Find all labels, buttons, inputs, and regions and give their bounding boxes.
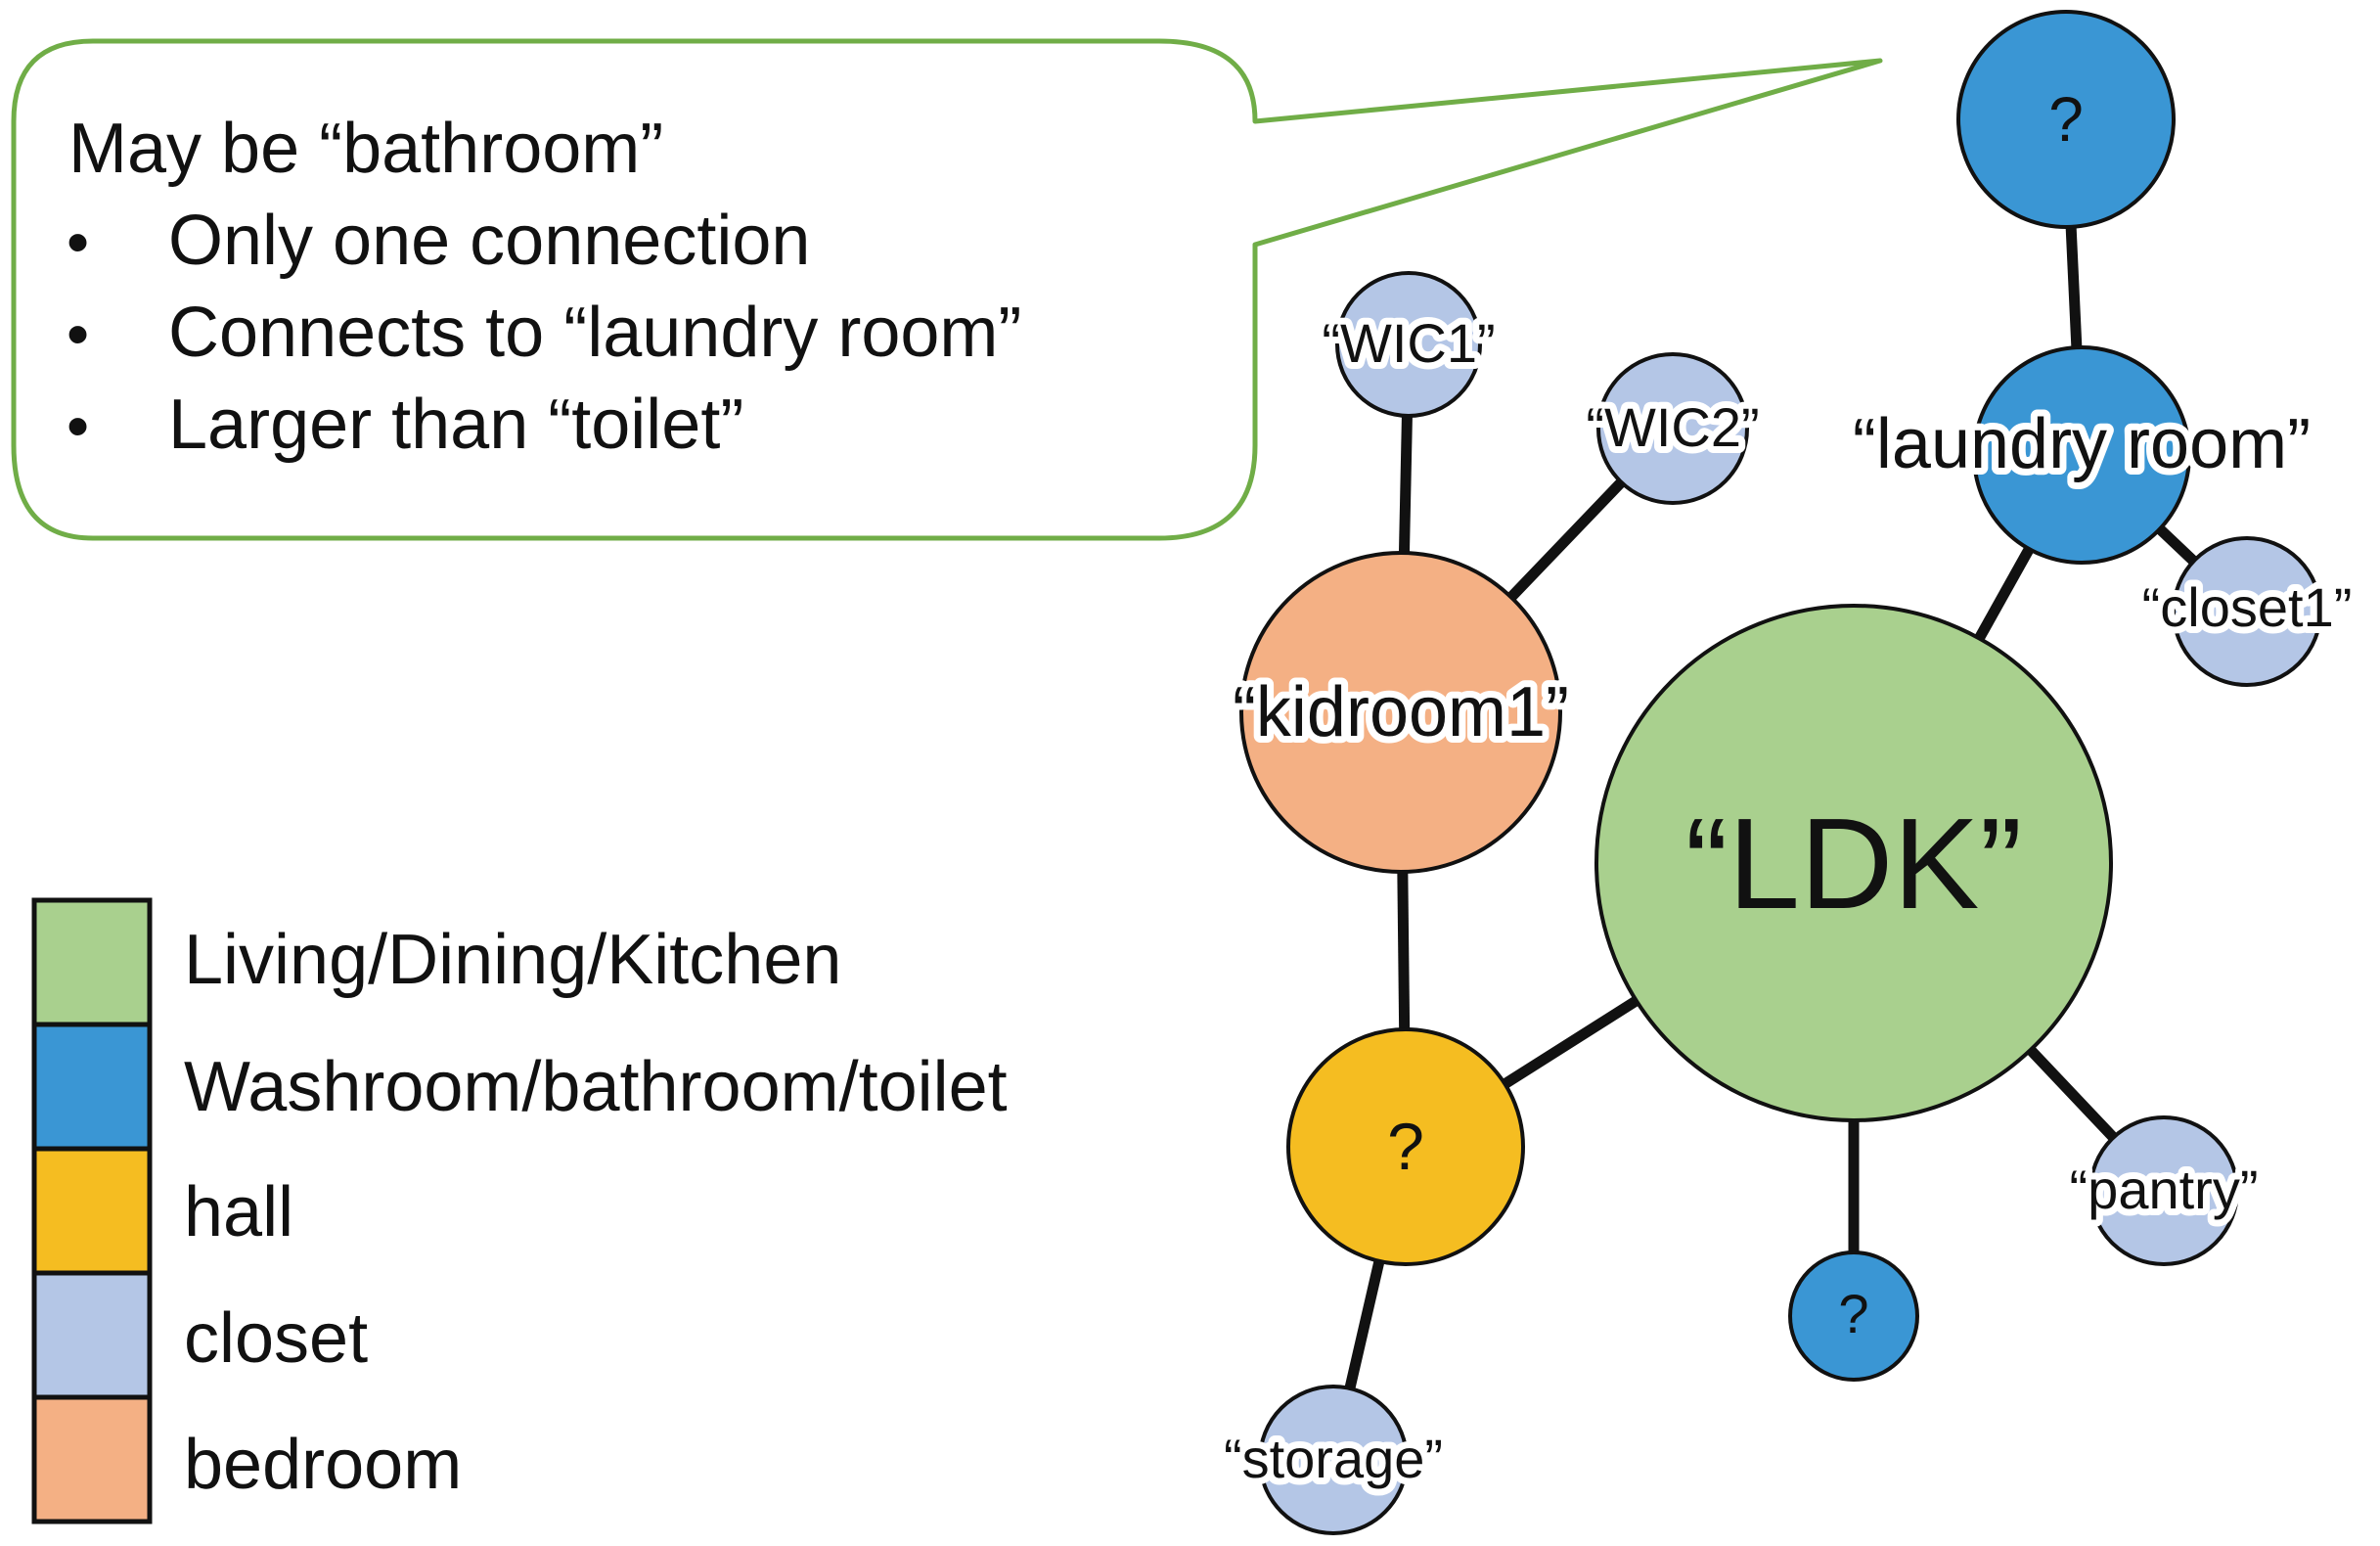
node-label-wic2: “WIC2” bbox=[1586, 396, 1759, 458]
node-label-hall: ? bbox=[1387, 1110, 1424, 1184]
node-label-ldk: “LDK” bbox=[1685, 792, 2023, 935]
node-kidroom1 bbox=[1239, 551, 1562, 874]
callout-bullet-2: Connects to “laundry room” bbox=[168, 294, 1021, 372]
node-ldk bbox=[1594, 604, 2113, 1122]
node-storage bbox=[1258, 1385, 1409, 1535]
legend-swatch-ldk bbox=[31, 897, 153, 1027]
legend-label-closet: closet bbox=[184, 1299, 368, 1378]
graph-labels: “LDK” “kidroom1” “WIC1” “WIC2”? “storage”? “p… bbox=[1217, 84, 2358, 1496]
callout: May be “bathroom” • Only one connection … bbox=[11, 38, 1883, 541]
node-label-pantry: “pantry” bbox=[2070, 1159, 2259, 1220]
node-label-closet1: “closet1” bbox=[2142, 576, 2353, 638]
callout-bullet-3: Larger than “toilet” bbox=[168, 386, 743, 464]
node-label-laundry: “laundry room” bbox=[1853, 405, 2311, 483]
legend-swatch-closet bbox=[31, 1270, 153, 1400]
node-label-kidroom1: “kidroom1” bbox=[1233, 673, 1569, 751]
legend-swatch-washroom bbox=[31, 1022, 153, 1152]
node-label-wic1: “WIC1” bbox=[1322, 312, 1495, 374]
node-small-wash bbox=[1788, 1250, 1919, 1382]
node-label-top-wash: ? bbox=[2048, 84, 2084, 155]
node-top-wash bbox=[1956, 10, 2176, 229]
legend-swatch-hall bbox=[31, 1146, 153, 1276]
node-wic1 bbox=[1335, 271, 1482, 418]
callout-bullet-icon: • bbox=[67, 205, 89, 278]
callout-bullet-icon: • bbox=[67, 297, 89, 370]
callout-bubble bbox=[11, 38, 1883, 541]
node-label-small-wash: ? bbox=[1838, 1283, 1868, 1344]
legend-label-hall: hall bbox=[184, 1173, 293, 1251]
graph-nodes bbox=[1239, 10, 2322, 1535]
legend-label-ldk: Living/Dining/Kitchen bbox=[184, 921, 841, 999]
callout-bullet-1: Only one connection bbox=[168, 202, 810, 280]
legend: Living/Dining/Kitchen Washroom/bathroom/… bbox=[31, 897, 1008, 1524]
callout-bullet-icon: • bbox=[67, 389, 89, 462]
node-wic2 bbox=[1596, 352, 1749, 505]
node-laundry bbox=[1972, 345, 2191, 565]
legend-label-bedroom: bedroom bbox=[184, 1426, 462, 1504]
node-label-storage: “storage” bbox=[1224, 1428, 1443, 1489]
node-pantry bbox=[2088, 1115, 2239, 1266]
node-closet1 bbox=[2172, 536, 2322, 687]
node-hall bbox=[1286, 1027, 1525, 1266]
legend-label-washroom: Washroom/bathroom/toilet bbox=[184, 1048, 1008, 1126]
callout-heading: May be “bathroom” bbox=[68, 110, 663, 188]
legend-swatch-bedroom bbox=[31, 1394, 153, 1524]
